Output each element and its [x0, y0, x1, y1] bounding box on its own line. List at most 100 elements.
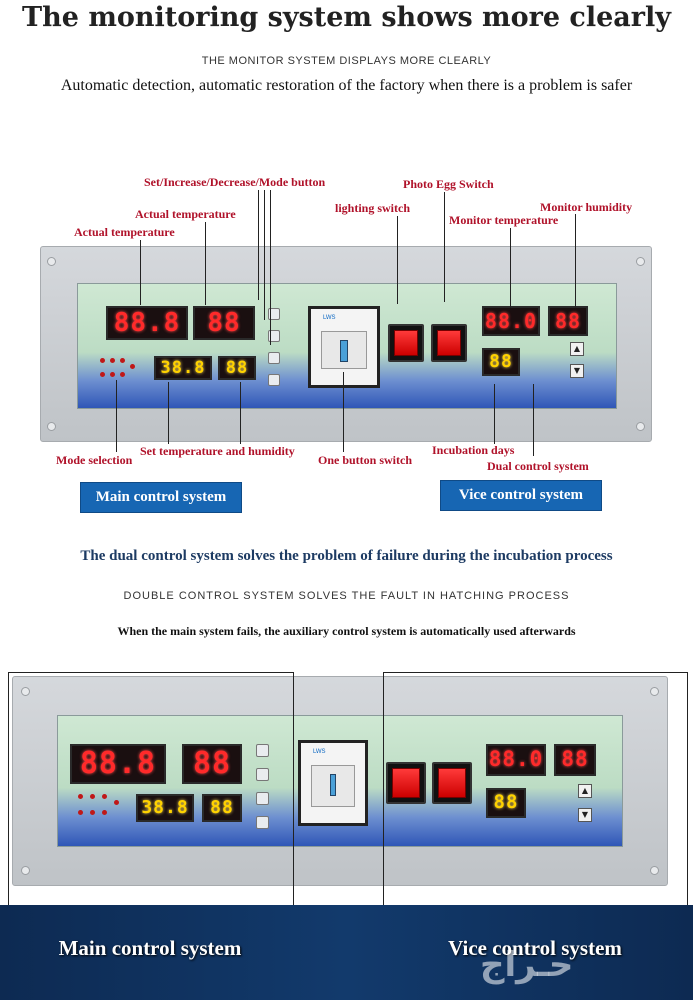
mode-indicator-led: [102, 810, 107, 815]
leader-line: [397, 216, 398, 304]
increase-button[interactable]: [256, 768, 269, 781]
panel-screw: [650, 687, 659, 696]
callout-lighting-switch: lighting switch: [335, 201, 411, 215]
bottom-vice-label: Vice control system: [448, 936, 622, 960]
decrease-button[interactable]: [268, 352, 280, 364]
photo-egg-switch[interactable]: [432, 762, 472, 804]
panel-screw: [47, 422, 56, 431]
callout-dual-control: Dual control system: [487, 459, 589, 473]
main-temperature-display: 88.8: [70, 744, 166, 784]
set-temperature-display: 38.8: [154, 356, 212, 380]
vice-humidity-display: 88: [554, 744, 596, 776]
lighting-switch-rocker: [394, 330, 418, 356]
set-humidity-display: 88: [218, 356, 256, 380]
breaker-logo: LWS: [313, 749, 326, 755]
set-temperature-display: 38.8: [136, 794, 194, 822]
callout-actual-temperature: Actual temperature: [135, 207, 236, 221]
incubation-days-display: 88: [482, 348, 520, 376]
breaker-logo: LWS: [323, 315, 336, 321]
mode-indicator-led: [100, 372, 105, 377]
panel-screw: [47, 257, 56, 266]
section-note: When the main system fails, the auxiliar…: [117, 624, 576, 638]
breaker-body: [321, 331, 367, 369]
callout-actual-temperature: Actual temperature: [74, 225, 175, 239]
mode-indicator-led: [102, 794, 107, 799]
mode-indicator-led: [130, 364, 135, 369]
lighting-switch[interactable]: [388, 324, 424, 362]
controller-panel-bottom: 88.8 88 38.8 88 LWS 88.0 88 88 ▲ ▼: [12, 676, 668, 886]
mode-indicator-led: [110, 358, 115, 363]
mode-indicator-led: [114, 800, 119, 805]
callout-monitor-temperature: Monitor temperature: [449, 213, 559, 227]
mode-indicator-led: [90, 794, 95, 799]
breaker-body: [311, 765, 355, 807]
callout-set-buttons: Set/Increase/Decrease/Mode button: [144, 175, 326, 189]
photo-egg-switch-rocker: [438, 768, 466, 798]
up-arrow-button[interactable]: ▲: [570, 342, 584, 356]
set-humidity-display: 88: [202, 794, 242, 822]
leader-line: [575, 214, 576, 308]
main-temperature-display: 88.8: [106, 306, 188, 340]
mode-indicator-led: [90, 810, 95, 815]
lighting-switch-rocker: [392, 768, 420, 798]
up-arrow-button[interactable]: ▲: [578, 784, 592, 798]
one-button-breaker[interactable]: LWS: [308, 306, 380, 388]
controller-panel-top: 88.8 88 38.8 88 LWS 88.0 88 88 ▲ ▼: [40, 246, 652, 442]
watermark-logo: حـراج: [480, 945, 574, 985]
page-title: The monitoring system shows more clearly: [22, 2, 671, 33]
main-humidity-display: 88: [193, 306, 255, 340]
increase-button[interactable]: [268, 330, 280, 342]
leader-line: [258, 190, 259, 300]
vice-temperature-display: 88.0: [486, 744, 546, 776]
vice-temperature-display: 88.0: [482, 306, 540, 336]
vice-control-system-label: Vice control system: [440, 480, 602, 511]
tagline: Automatic detection, automatic restorati…: [60, 77, 633, 94]
bottom-main-label: Main control system: [58, 936, 242, 960]
callout-incubation-days: Incubation days: [432, 443, 515, 457]
leader-line: [444, 192, 445, 302]
breaker-handle[interactable]: [330, 774, 336, 796]
callout-set-temp-humidity: Set temperature and humidity: [140, 444, 295, 458]
mode-indicator-led: [120, 372, 125, 377]
leader-line: [116, 380, 117, 452]
leader-line: [168, 382, 169, 444]
controller-face-top: 88.8 88 38.8 88 LWS 88.0 88 88 ▲ ▼: [77, 283, 617, 409]
callout-one-button-switch: One button switch: [318, 453, 413, 467]
down-arrow-button[interactable]: ▼: [570, 364, 584, 378]
incubation-days-display: 88: [486, 788, 526, 818]
section-subtitle: DOUBLE CONTROL SYSTEM SOLVES THE FAULT I…: [123, 590, 570, 602]
mode-indicator-led: [100, 358, 105, 363]
mode-indicator-led: [78, 810, 83, 815]
mode-button[interactable]: [256, 816, 269, 829]
mode-button[interactable]: [268, 374, 280, 386]
panel-screw: [636, 257, 645, 266]
callout-photo-egg-switch: Photo Egg Switch: [403, 177, 494, 191]
one-button-breaker[interactable]: LWS: [298, 740, 368, 826]
controller-face-bottom: 88.8 88 38.8 88 LWS 88.0 88 88 ▲ ▼: [57, 715, 623, 847]
mode-indicator-led: [110, 372, 115, 377]
vice-humidity-display: 88: [548, 306, 588, 336]
panel-screw: [650, 866, 659, 875]
page-subtitle: THE MONITOR SYSTEM DISPLAYS MORE CLEARLY: [201, 55, 492, 67]
panel-screw: [21, 866, 30, 875]
set-button[interactable]: [268, 308, 280, 320]
set-button[interactable]: [256, 744, 269, 757]
leader-line: [343, 372, 344, 452]
photo-egg-switch-rocker: [437, 330, 461, 356]
mode-indicator-led: [78, 794, 83, 799]
panel-screw: [636, 422, 645, 431]
lighting-switch[interactable]: [386, 762, 426, 804]
photo-egg-switch[interactable]: [431, 324, 467, 362]
breaker-handle[interactable]: [340, 340, 348, 362]
main-control-system-label: Main control system: [80, 482, 242, 513]
leader-line: [270, 190, 271, 345]
mode-indicator-led: [120, 358, 125, 363]
callout-monitor-humidity: Monitor humidity: [540, 200, 633, 214]
leader-line: [494, 384, 495, 444]
down-arrow-button[interactable]: ▼: [578, 808, 592, 822]
callout-mode-selection: Mode selection: [56, 453, 133, 467]
decrease-button[interactable]: [256, 792, 269, 805]
main-humidity-display: 88: [182, 744, 242, 784]
leader-line: [510, 228, 511, 308]
leader-line: [533, 384, 534, 456]
